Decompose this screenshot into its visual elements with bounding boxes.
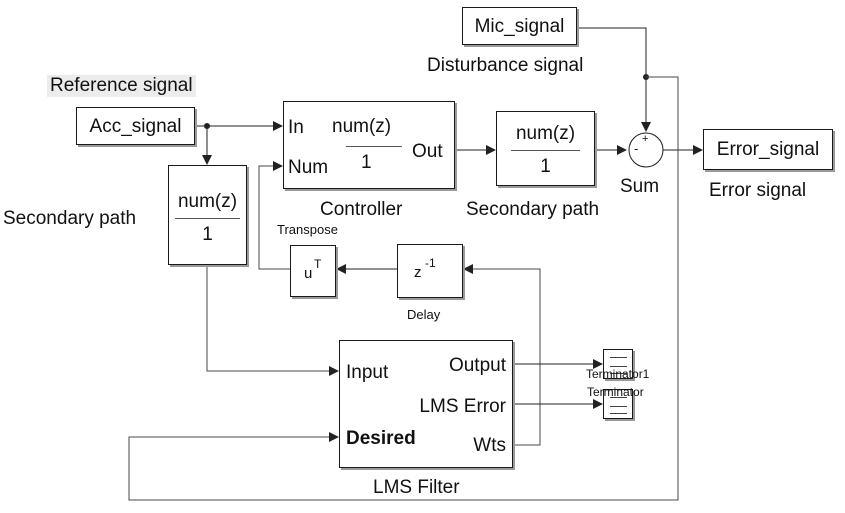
lms-port-output: Output bbox=[448, 355, 506, 376]
secondary-path-top-block[interactable]: num(z) 1 bbox=[496, 111, 595, 186]
wire-wts-to-delay bbox=[470, 268, 541, 446]
transpose-symbol: u bbox=[304, 265, 313, 282]
arrowhead bbox=[486, 145, 496, 155]
secondary-path-top-label: Secondary path bbox=[466, 199, 600, 220]
delay-block[interactable]: z -1 bbox=[397, 244, 463, 298]
controller-numerator: num(z) bbox=[332, 116, 392, 137]
secondary-path-top-denominator: 1 bbox=[540, 156, 551, 177]
wire-secondary-left-to-input bbox=[206, 265, 332, 372]
lms-port-desired: Desired bbox=[346, 428, 416, 449]
sum-block[interactable] bbox=[628, 132, 664, 168]
arrowhead bbox=[617, 145, 627, 155]
error-signal-label: Error_signal bbox=[716, 139, 820, 160]
secondary-path-left-numerator: num(z) bbox=[177, 191, 238, 212]
fraction-bar bbox=[346, 146, 402, 147]
terminator2-block[interactable] bbox=[603, 389, 633, 419]
terminator1-label: Terminator1 bbox=[586, 367, 650, 381]
mic-signal-label: Mic_signal bbox=[474, 16, 565, 37]
acc-signal-block[interactable]: Acc_signal bbox=[76, 107, 195, 145]
error-signal-annotation: Error signal bbox=[709, 180, 807, 201]
controller-block[interactable]: In Num Out num(z) 1 bbox=[283, 101, 455, 189]
acc-signal-label: Acc_signal bbox=[89, 116, 182, 137]
secondary-path-top-numerator: num(z) bbox=[515, 123, 576, 144]
arrowhead bbox=[463, 264, 473, 274]
transpose-block[interactable]: u T bbox=[290, 245, 336, 297]
arrowhead bbox=[641, 122, 651, 132]
delay-symbol: z bbox=[414, 264, 422, 281]
controller-port-num: Num bbox=[288, 157, 329, 178]
controller-port-out: Out bbox=[412, 141, 443, 162]
arrowhead bbox=[593, 359, 603, 369]
arrowhead bbox=[273, 161, 283, 171]
lms-port-lms-error: LMS Error bbox=[419, 396, 506, 417]
arrowhead bbox=[273, 121, 283, 131]
sum-sign-left: - bbox=[634, 141, 639, 156]
transpose-superscript: T bbox=[314, 257, 322, 271]
lms-filter-label: LMS Filter bbox=[373, 477, 460, 498]
sum-sign-top: + bbox=[642, 133, 649, 145]
wire-mic-to-sum bbox=[577, 27, 647, 125]
secondary-path-left-block[interactable]: num(z) 1 bbox=[168, 165, 247, 265]
arrowhead bbox=[202, 155, 212, 165]
controller-denominator: 1 bbox=[361, 152, 372, 173]
terminator-icon bbox=[610, 357, 627, 374]
secondary-path-left-label: Secondary path bbox=[3, 208, 137, 229]
wire-transpose-to-num bbox=[258, 165, 290, 270]
terminator2-label: Terminator bbox=[587, 385, 644, 399]
arrowhead bbox=[329, 432, 339, 442]
mic-signal-block[interactable]: Mic_signal bbox=[462, 7, 577, 45]
arrowhead bbox=[329, 366, 339, 376]
fraction-bar bbox=[175, 218, 240, 219]
sum-label: Sum bbox=[620, 176, 660, 197]
arrowhead bbox=[336, 264, 346, 274]
lms-port-wts: Wts bbox=[473, 435, 506, 456]
controller-port-in: In bbox=[288, 117, 304, 138]
lms-filter-block[interactable]: Input Desired Output LMS Error Wts bbox=[339, 340, 513, 468]
transpose-label: Transpose bbox=[277, 222, 338, 237]
arrowhead bbox=[593, 399, 603, 409]
reference-signal-annotation: Reference signal bbox=[47, 75, 196, 97]
secondary-path-left-denominator: 1 bbox=[202, 224, 213, 245]
delay-superscript: -1 bbox=[425, 256, 436, 270]
fraction-bar bbox=[511, 150, 580, 151]
terminator1-block[interactable] bbox=[603, 349, 633, 379]
lms-port-input: Input bbox=[346, 362, 389, 383]
delay-label: Delay bbox=[407, 307, 441, 322]
error-signal-block[interactable]: Error_signal bbox=[703, 129, 833, 170]
controller-label: Controller bbox=[320, 199, 403, 220]
arrowhead bbox=[693, 145, 703, 155]
terminator-icon bbox=[610, 397, 627, 414]
disturbance-signal-annotation: Disturbance signal bbox=[427, 55, 584, 76]
wire-feedback-to-desired bbox=[128, 76, 679, 501]
